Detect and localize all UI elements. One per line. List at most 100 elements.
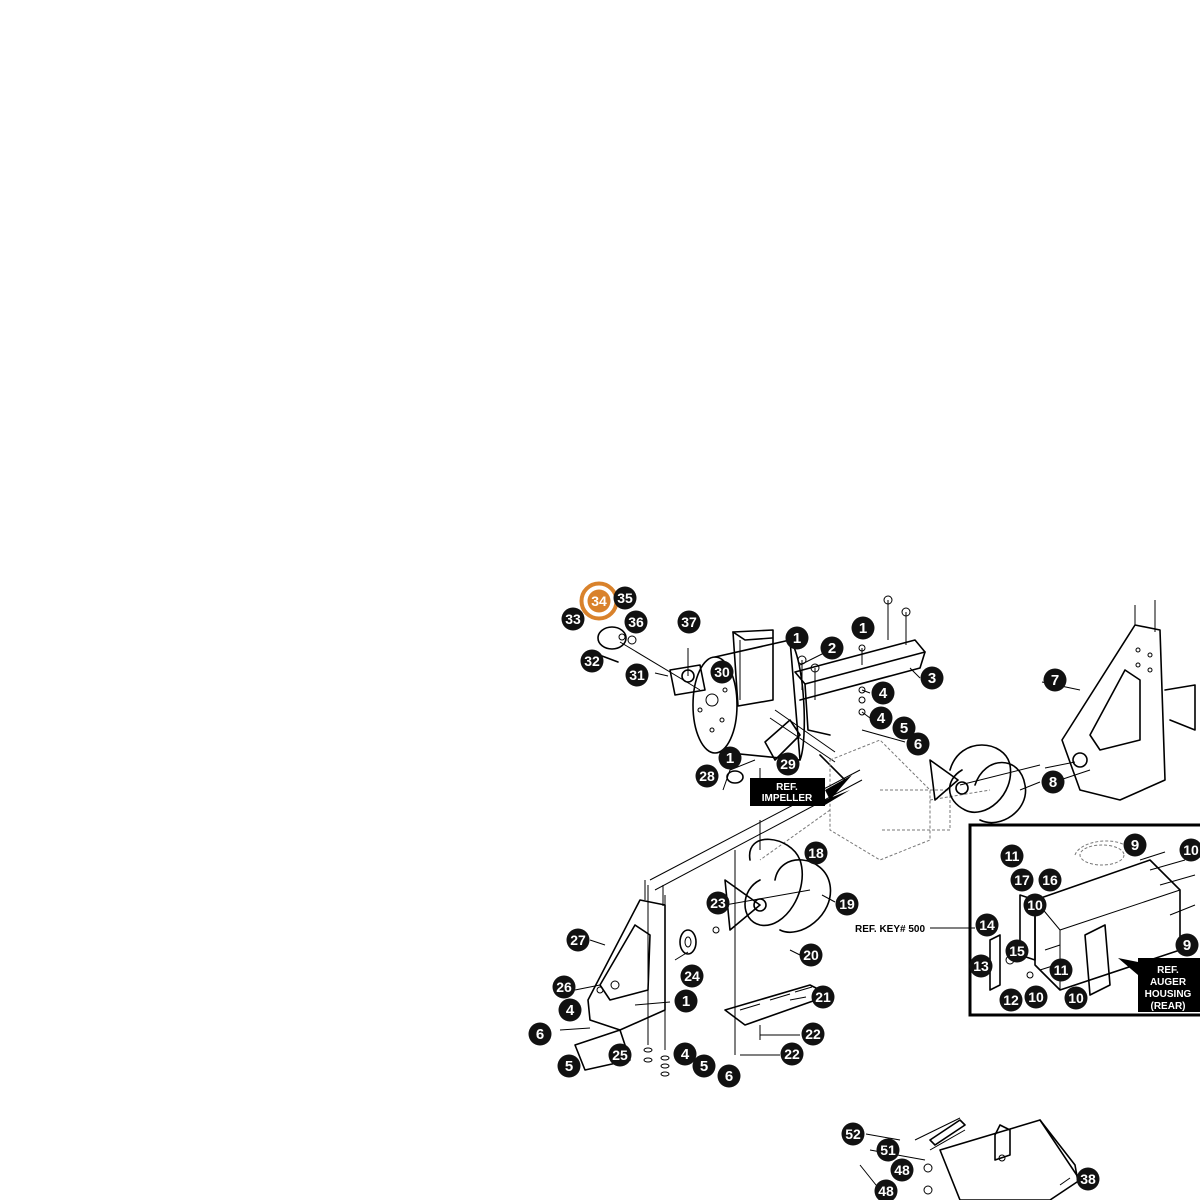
part-badge[interactable]: 13	[969, 954, 993, 978]
part-badge[interactable]: 10	[1024, 985, 1048, 1009]
badge-disc	[1175, 933, 1199, 957]
badge-number: 11	[1005, 848, 1020, 864]
badge-disc	[851, 616, 875, 640]
badge-disc	[706, 891, 730, 915]
part-badge[interactable]: 20	[799, 943, 823, 967]
part-badge[interactable]: 6	[528, 1022, 552, 1046]
part-badge[interactable]: 32	[580, 649, 604, 673]
badge-disc	[1043, 668, 1067, 692]
part-badge[interactable]: 27	[566, 928, 590, 952]
badge-number: 2	[828, 640, 836, 657]
part-badge[interactable]: 24	[680, 964, 704, 988]
badge-disc	[566, 928, 590, 952]
part-badge[interactable]: 30	[710, 660, 734, 684]
badge-number: 3	[928, 670, 936, 687]
part-badge[interactable]: 37	[677, 610, 701, 634]
washer-stack-drawing	[643, 850, 736, 1077]
badge-disc	[780, 1042, 804, 1066]
badge-number: 36	[628, 614, 644, 630]
badge-disc	[1076, 1167, 1100, 1191]
part-badge[interactable]: 33	[561, 607, 585, 631]
impeller-callout-line-1: REF.	[776, 782, 798, 793]
part-badge[interactable]: 38	[1076, 1167, 1100, 1191]
part-badge[interactable]: 31	[625, 663, 649, 687]
badge-number: 10	[1183, 842, 1199, 858]
part-badge[interactable]: 11	[1000, 844, 1024, 868]
part-badge[interactable]: 5	[892, 716, 916, 740]
part-badge[interactable]: 35	[613, 586, 637, 610]
part-badge[interactable]: 51	[876, 1138, 900, 1162]
badge-number: 18	[808, 845, 824, 861]
badge-number: 14	[979, 917, 995, 933]
part-badge[interactable]: 6	[717, 1064, 741, 1088]
part-badge[interactable]: 21	[811, 985, 835, 1009]
badge-number: 38	[1080, 1171, 1096, 1187]
part-badge[interactable]: 48	[874, 1179, 898, 1200]
part-badge[interactable]: 52	[841, 1122, 865, 1146]
badge-disc	[871, 681, 895, 705]
part-badge[interactable]: 22	[780, 1042, 804, 1066]
part-badge[interactable]: 25	[608, 1043, 632, 1067]
part-badge[interactable]: 1	[718, 746, 742, 770]
badge-number: 48	[878, 1183, 894, 1199]
leader-lines	[589, 651, 1081, 1186]
part-badge[interactable]: 5	[692, 1054, 716, 1078]
part-badge[interactable]: 14	[975, 913, 999, 937]
part-badge[interactable]: 10	[1179, 838, 1200, 862]
part-badge[interactable]: 9	[1123, 833, 1147, 857]
badge-number: 7	[1051, 672, 1059, 689]
part-badge[interactable]: 11	[1049, 958, 1073, 982]
part-badge[interactable]: 19	[835, 892, 859, 916]
part-badge[interactable]: 48	[890, 1158, 914, 1182]
badge-disc	[1179, 838, 1200, 862]
impeller-callout: REF. IMPELLER	[750, 775, 852, 806]
part-badge[interactable]: 17	[1010, 868, 1034, 892]
part-badge[interactable]: 7	[1043, 668, 1067, 692]
part-badge[interactable]: 10	[1064, 986, 1088, 1010]
part-badge[interactable]: 22	[801, 1022, 825, 1046]
part-badge[interactable]: 26	[552, 975, 576, 999]
part-badge[interactable]: 15	[1005, 939, 1029, 963]
part-badge[interactable]: 16	[1038, 868, 1062, 892]
part-badge[interactable]: 12	[999, 988, 1023, 1012]
part-badge[interactable]: 1	[674, 989, 698, 1013]
part-badge[interactable]: 4	[558, 998, 582, 1022]
part-badge[interactable]: 3	[920, 666, 944, 690]
badge-number: 13	[973, 958, 989, 974]
part-badge[interactable]: 2	[820, 636, 844, 660]
badge-disc	[975, 913, 999, 937]
part-badge-highlighted[interactable]: 34	[579, 581, 619, 621]
badge-disc	[624, 610, 648, 634]
badge-number: 27	[570, 932, 586, 948]
part-badge[interactable]: 5	[557, 1054, 581, 1078]
badge-disc	[835, 892, 859, 916]
part-badge[interactable]: 18	[804, 841, 828, 865]
ref-key-label: REF. KEY# 500	[855, 924, 925, 935]
part-badge[interactable]: 8	[1041, 770, 1065, 794]
part-badge[interactable]: 36	[624, 610, 648, 634]
left-auger-drawing	[724, 838, 832, 933]
badge-number: 11	[1054, 962, 1069, 978]
badge-disc	[799, 943, 823, 967]
badge-disc	[874, 1179, 898, 1200]
badge-disc	[680, 964, 704, 988]
part-badge[interactable]: 9	[1175, 933, 1199, 957]
badge-number: 20	[803, 947, 819, 963]
part-badge[interactable]: 4	[673, 1042, 697, 1066]
part-badge[interactable]: 6	[906, 732, 930, 756]
badge-disc	[1010, 868, 1034, 892]
badge-number: 29	[780, 756, 796, 772]
part-badge[interactable]: 29	[776, 752, 800, 776]
part-badge[interactable]: 4	[869, 706, 893, 730]
badge-disc	[969, 954, 993, 978]
part-badge[interactable]: 4	[871, 681, 895, 705]
part-badge[interactable]: 23	[706, 891, 730, 915]
badge-disc	[999, 988, 1023, 1012]
badge-disc	[608, 1043, 632, 1067]
badge-number: 16	[1042, 872, 1058, 888]
part-badge[interactable]: 28	[695, 764, 719, 788]
part-badge[interactable]: 1	[851, 616, 875, 640]
part-badge[interactable]: 10	[1023, 893, 1047, 917]
part-badge[interactable]: 1	[785, 626, 809, 650]
badge-disc	[561, 607, 585, 631]
